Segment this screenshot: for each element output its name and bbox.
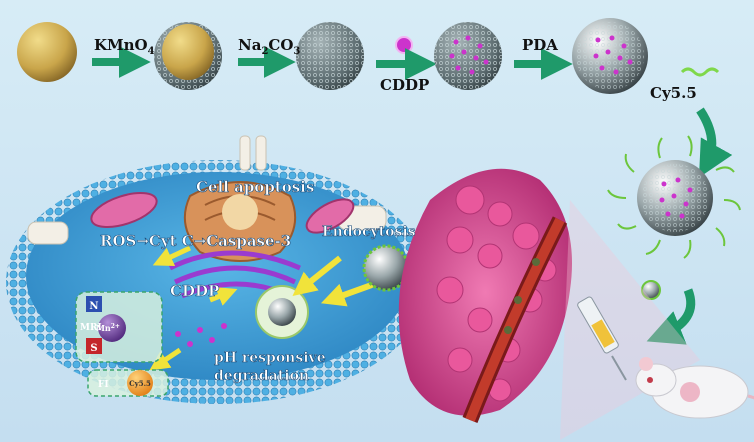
cell-labels: Cell apoptosis ROS→Cyt C→Caspase-3 Endoc… bbox=[100, 178, 416, 385]
cy55-molecule-icon bbox=[680, 67, 720, 77]
step-pda-label: PDA bbox=[522, 36, 558, 54]
hollow-mno2-sphere bbox=[296, 22, 364, 90]
synthesis-row bbox=[17, 18, 733, 178]
mesoporous-core-sphere bbox=[17, 22, 77, 82]
arrow-endocytosis-2 bbox=[320, 279, 382, 307]
pda-coated-sphere bbox=[572, 18, 648, 94]
synthesis-labels: KMnO4 Na2CO3 CDDP PDA Cy5.5 bbox=[94, 36, 697, 102]
mn-label: Mn2+ bbox=[96, 323, 120, 333]
membrane-channel-top-a bbox=[239, 135, 251, 171]
cy55-sphere-label: Cy5.5 bbox=[129, 379, 151, 388]
arrow-cddp-to-dna bbox=[209, 287, 238, 306]
membrane-channel-left bbox=[27, 221, 69, 245]
syringe-icon bbox=[577, 296, 627, 381]
final-nanoparticle bbox=[607, 135, 741, 259]
arrow-endocytosis bbox=[292, 255, 342, 296]
imaging-labels: MRI N Mn2+ S FI Cy5.5 bbox=[80, 301, 151, 390]
arrow-cddp-to-pathway bbox=[152, 245, 192, 266]
imaging-panel bbox=[75, 291, 169, 397]
degradation-label: degradation bbox=[214, 368, 309, 384]
cddp-drug-icon bbox=[395, 36, 413, 54]
cddp-cell-label: CDDP bbox=[170, 282, 219, 300]
n-label: N bbox=[89, 301, 98, 312]
fi-label: FI bbox=[98, 380, 109, 390]
mri-label: MRI bbox=[80, 323, 102, 333]
injection-nanoparticle bbox=[641, 280, 661, 300]
mitochondrion-left bbox=[90, 192, 158, 228]
step-kmno4-label: KMnO4 bbox=[94, 36, 155, 57]
endosome-nanoparticle bbox=[268, 298, 296, 326]
arrow-to-syringe bbox=[646, 288, 696, 345]
tumor-tissue bbox=[398, 168, 572, 423]
mn-ion-sphere bbox=[98, 314, 126, 342]
kmno4-coated-sphere bbox=[154, 22, 222, 90]
arrow-degradation bbox=[149, 347, 182, 371]
cell-apoptosis-label: Cell apoptosis bbox=[196, 178, 314, 196]
pathway-label: ROS→Cyt C→Caspase-3 bbox=[100, 232, 291, 250]
s-label: S bbox=[90, 343, 97, 354]
step-cy55-label: Cy5.5 bbox=[650, 84, 697, 102]
membrane-channel-top-b bbox=[255, 135, 267, 171]
cy55-sphere bbox=[127, 370, 153, 396]
mouse-icon bbox=[635, 357, 754, 419]
released-cddp bbox=[175, 323, 227, 347]
step-na2co3-label: Na2CO3 bbox=[238, 36, 300, 57]
nucleus bbox=[183, 181, 297, 262]
arrow-cy55 bbox=[696, 107, 733, 178]
step-cddp-label: CDDP bbox=[380, 76, 429, 94]
ph-responsive-label: pH responsive bbox=[214, 350, 326, 366]
n-element-box bbox=[86, 296, 102, 312]
cddp-loaded-sphere bbox=[434, 22, 502, 90]
s-element-box bbox=[86, 338, 102, 354]
endocytosis-label: Endocytosis bbox=[322, 224, 416, 240]
mitochondrion-right bbox=[305, 198, 355, 234]
